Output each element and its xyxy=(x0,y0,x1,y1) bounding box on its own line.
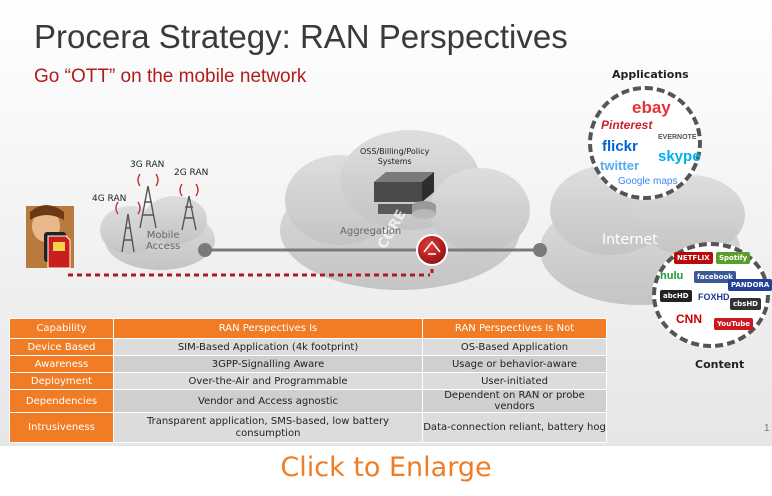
flickr-logo: flickr xyxy=(602,138,638,155)
is-not-cell: OS-Based Application xyxy=(422,338,607,356)
is-cell: 3GPP-Signalling Aware xyxy=(112,355,424,373)
capability-cell: Device Based xyxy=(9,338,114,356)
table-row: Deployment Over-the-Air and Programmable… xyxy=(9,372,607,390)
skype-logo: skype xyxy=(658,148,701,165)
sim-card-icon xyxy=(47,235,71,269)
is-not-cell: Usage or behavior-aware xyxy=(422,355,607,373)
capability-cell: Intrusiveness xyxy=(9,412,114,443)
is-not-cell: Data-connection reliant, battery hog xyxy=(422,412,607,443)
cnn-logo: CNN xyxy=(676,312,702,326)
hulu-logo: hulu xyxy=(660,270,684,282)
is-cell: Transparent application, SMS-based, low … xyxy=(112,412,424,443)
applications-title: Applications xyxy=(612,68,689,81)
label-4g-ran: 4G RAN xyxy=(92,194,127,204)
table-row: Dependencies Vendor and Access agnostic … xyxy=(9,389,607,413)
tower-2g-icon xyxy=(179,183,199,231)
abc-hd-logo: abcHD xyxy=(660,290,692,302)
mobile-access-label: Mobile Access xyxy=(146,230,181,252)
capability-cell: Deployment xyxy=(9,372,114,390)
is-cell: Vendor and Access agnostic xyxy=(112,389,424,413)
evernote-logo: EVERNOTE xyxy=(658,134,697,141)
content-circle: NETFLIX Spotify hulu facebook PANDORA ab… xyxy=(652,242,772,348)
link-node-left xyxy=(198,243,212,257)
slide: CORE Procera Strategy: RAN Perspectives … xyxy=(0,0,772,446)
netflix-logo: NETFLIX xyxy=(674,252,713,264)
pinterest-logo: Pinterest xyxy=(601,118,653,132)
youtube-logo: YouTube xyxy=(714,318,753,330)
label-2g-ran: 2G RAN xyxy=(174,168,209,178)
page-subtitle: Go “OTT” on the mobile network xyxy=(34,66,307,87)
applications-circle: ebay Pinterest EVERNOTE flickr skype twi… xyxy=(588,86,702,200)
tower-4g-icon xyxy=(115,201,141,253)
network-diagram: CORE xyxy=(26,130,745,305)
click-to-enlarge-link[interactable]: Click to Enlarge xyxy=(280,452,492,483)
table-row: Awareness 3GPP-Signalling Aware Usage or… xyxy=(9,355,607,373)
capability-cell: Dependencies xyxy=(9,389,114,413)
twitter-logo: twitter xyxy=(600,158,639,173)
header-is-not: RAN Perspectives Is Not xyxy=(422,318,607,339)
oss-label: OSS/Billing/Policy Systems xyxy=(360,147,430,166)
server-icon xyxy=(374,172,436,219)
is-not-cell: User-initiated xyxy=(422,372,607,390)
is-not-cell: Dependent on RAN or probe vendors xyxy=(422,389,607,413)
aggregation-label: Aggregation xyxy=(340,226,402,237)
cbs-hd-logo: cbsHD xyxy=(730,298,761,310)
table-row: Device Based SIM-Based Application (4k f… xyxy=(9,338,607,356)
pandora-logo: PANDORA xyxy=(728,279,772,291)
header-is: RAN Perspectives Is xyxy=(112,318,424,339)
google-maps-logo: Google maps xyxy=(618,176,678,187)
slide-number: 1 xyxy=(764,423,770,434)
fox-hd-logo: FOXHD xyxy=(698,292,730,302)
table-header-row: Capability RAN Perspectives Is RAN Persp… xyxy=(9,318,607,339)
tower-3g-icon xyxy=(137,173,159,229)
capability-cell: Awareness xyxy=(9,355,114,373)
router-icon xyxy=(416,234,448,266)
is-cell: Over-the-Air and Programmable xyxy=(112,372,424,390)
is-cell: SIM-Based Application (4k footprint) xyxy=(112,338,424,356)
comparison-table: Capability RAN Perspectives Is RAN Persp… xyxy=(9,318,607,443)
link-node-right xyxy=(533,243,547,257)
table-row: Intrusiveness Transparent application, S… xyxy=(9,412,607,443)
internet-label: Internet xyxy=(602,232,658,248)
header-capability: Capability xyxy=(9,318,114,339)
label-3g-ran: 3G RAN xyxy=(130,160,165,170)
content-title: Content xyxy=(695,358,745,371)
ebay-logo: ebay xyxy=(632,98,671,117)
spotify-logo: Spotify xyxy=(716,252,751,264)
page-title: Procera Strategy: RAN Perspectives xyxy=(34,18,568,55)
facebook-logo: facebook xyxy=(694,271,736,283)
